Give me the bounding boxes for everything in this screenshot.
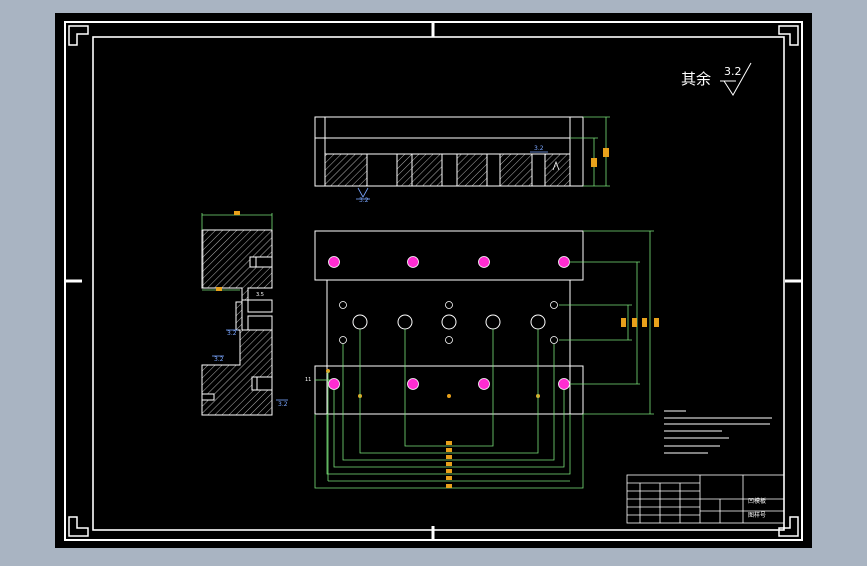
section-dim-text	[216, 287, 222, 291]
guide-holes	[352, 314, 546, 330]
side-dim-text	[591, 158, 597, 167]
title-block	[626, 474, 785, 524]
technical-notes	[664, 410, 772, 454]
svg-text:3.2: 3.2	[214, 356, 224, 363]
left-dim-code: 11	[305, 377, 311, 383]
svg-text:3.2: 3.2	[227, 330, 237, 337]
roughness-symbol	[720, 62, 752, 96]
title-drawing-label: 图样号	[748, 511, 766, 519]
pin-holes	[339, 301, 558, 344]
hole	[441, 314, 457, 330]
section-callouts: 3.2 3.2 3.2 3.5	[212, 292, 288, 408]
svg-text:3.2: 3.2	[278, 401, 288, 408]
svg-text:3.5: 3.5	[256, 292, 264, 298]
side-callout-bottom: 3.2	[356, 187, 370, 204]
roughness-label: 其余	[681, 70, 711, 88]
svg-text:3.2: 3.2	[359, 197, 369, 204]
side-callout-3: 3.2	[530, 145, 560, 171]
side-view	[314, 116, 584, 187]
roughness-value: 3.2	[724, 65, 742, 78]
dim-labels	[446, 318, 659, 488]
plan-dimensions	[314, 230, 654, 489]
title-drawing-name: 凹模板	[748, 497, 766, 505]
plan-view	[314, 230, 584, 415]
centering-marks	[65, 22, 802, 540]
section-view	[201, 229, 273, 416]
side-dim-text	[603, 148, 609, 157]
svg-text:3.2: 3.2	[534, 145, 544, 152]
roughness-note: 其余 3.2	[681, 62, 752, 96]
section-dim-text	[234, 211, 240, 215]
screw-holes	[328, 256, 570, 390]
